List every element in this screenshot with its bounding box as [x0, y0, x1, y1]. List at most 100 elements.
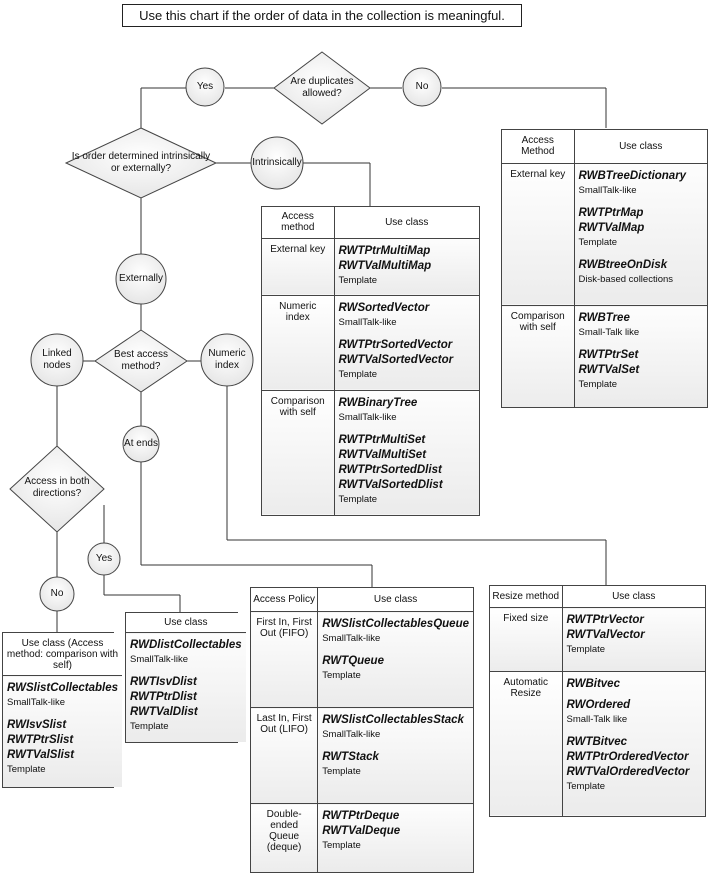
numeric-index-circle	[200, 333, 254, 387]
class-name: RWTPtrMultiMap	[338, 244, 431, 257]
class-name: RWTPtrVector	[566, 614, 644, 627]
best-access-diamond	[94, 329, 188, 393]
header-value: Use class	[562, 586, 705, 609]
row-key: Automatic Resize	[490, 670, 563, 816]
class-name: RWTPtrMap	[578, 206, 644, 219]
class-name: RWTStack	[322, 751, 379, 764]
class-name: RWTValOrderedVector	[566, 765, 690, 778]
duplicates-diamond	[273, 51, 371, 125]
no-top-circle	[402, 67, 442, 107]
class-name: RWBTree	[578, 312, 630, 325]
class-name: RWSortedVector	[338, 301, 430, 314]
header-value: Use class	[126, 613, 246, 634]
externally-circle	[115, 253, 167, 305]
class-kind-note: Template	[130, 721, 169, 733]
class-name: RWTPtrSortedDlist	[338, 463, 442, 476]
class-name: RWSlistCollectablesQueue	[322, 618, 469, 631]
class-kind-note: Template	[566, 780, 606, 792]
class-name: RWTValSlist	[7, 749, 75, 762]
duplicates-question: Are duplicates allowed?	[290, 76, 354, 99]
class-name: RWTPtrDeque	[322, 810, 400, 823]
class-name: RWTValDeque	[322, 825, 401, 838]
class-name: RWTValSet	[578, 364, 640, 377]
class-name: RWBitvec	[566, 677, 620, 690]
row-key: Last In, First Out (LIFO)	[251, 707, 319, 804]
class-kind-note: SmallTalk-like	[338, 411, 397, 423]
class-name: RWTPtrSortedVector	[338, 338, 453, 351]
row-key: Comparison with self	[262, 389, 335, 515]
class-kind-note: SmallTalk-like	[130, 654, 189, 666]
class-name: RWTValMultiSet	[338, 448, 427, 461]
row-key: First In, First Out (FIFO)	[251, 611, 319, 708]
class-name: RWBinaryTree	[338, 396, 418, 409]
header-key: Access method	[262, 207, 335, 239]
no-bottom-label: No	[50, 588, 64, 599]
class-kind-note: Small-Talk like	[566, 713, 628, 725]
class-kind-note: Template	[578, 379, 618, 391]
linked-nodes-label: Linked nodes	[42, 348, 72, 371]
class-kind-note: Template	[322, 670, 361, 682]
class-name: RWTPtrSlist	[7, 734, 74, 747]
row-key: Fixed size	[490, 607, 563, 672]
yes-bottom-label: Yes	[95, 553, 113, 564]
intrinsically-circle	[250, 136, 304, 190]
both-directions-diamond	[9, 445, 105, 533]
class-kind-note: Template	[322, 840, 361, 852]
header-value: Use class	[334, 207, 479, 239]
class-kind-note: SmallTalk-like	[322, 633, 381, 645]
class-name: RWTValVector	[566, 629, 645, 642]
at-ends-circle	[122, 425, 160, 463]
order-question: Is order determined intrinsically or ext…	[71, 151, 211, 174]
numeric-index-label: Numeric index	[208, 348, 246, 371]
class-name: RWDlistCollectables	[130, 639, 242, 652]
class-kind-note: Template	[338, 368, 378, 380]
at-ends-label: At ends	[124, 438, 158, 449]
class-name: RWTValDlist	[130, 706, 198, 719]
yes-bottom-circle	[87, 542, 121, 576]
intrinsically-label: Intrinsically	[252, 157, 302, 168]
class-kind-note: SmallTalk-like	[322, 729, 381, 741]
class-kind-note: Template	[566, 644, 606, 656]
class-name: RWTPtrSet	[578, 349, 639, 362]
order-diamond	[64, 127, 218, 199]
class-kind-note: Small-Talk like	[578, 327, 640, 339]
class-kind-note: Template	[338, 274, 378, 286]
header-value: Use class	[317, 588, 473, 613]
header-value: Use class	[574, 130, 707, 164]
row-key: Double-ended Queue (deque)	[251, 803, 319, 872]
class-name: RWBtreeOnDisk	[578, 258, 668, 271]
class-name: RWTValMultiMap	[338, 259, 432, 272]
row-key: External key	[502, 162, 575, 306]
class-name: RWTQueue	[322, 655, 384, 668]
class-name: RWTPtrOrderedVector	[566, 750, 689, 763]
yes-top-label: Yes	[196, 81, 214, 92]
table-row: Last In, First Out (LIFO)RWSlistCollecta…	[251, 707, 473, 804]
